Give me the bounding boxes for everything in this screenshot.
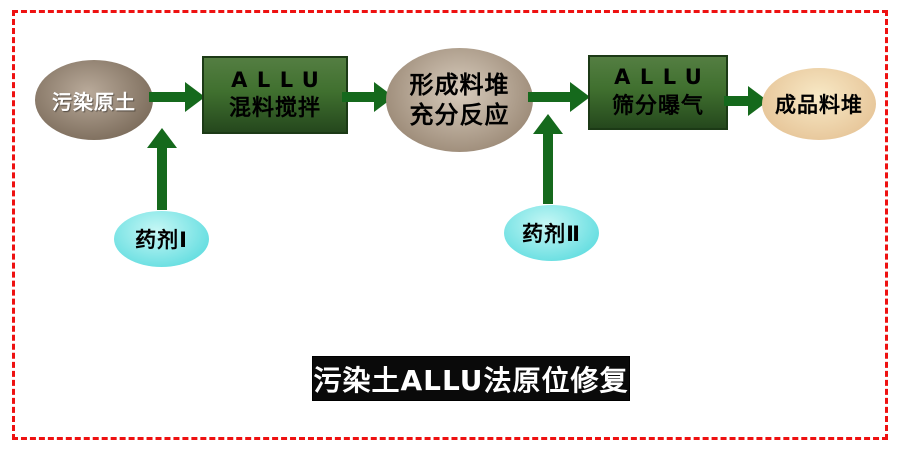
arrow-shaft <box>342 92 374 102</box>
arrow-pile-to-screen <box>528 80 590 114</box>
arrow-reagent2-up <box>532 114 564 204</box>
node-allu-mixing-line1: ALLU <box>231 67 329 92</box>
diagram-title: 污染土ALLU法原位修复 <box>312 356 630 401</box>
red-dashed-border <box>12 10 888 440</box>
node-allu-mixing-line2: 混料搅拌 <box>228 96 321 122</box>
node-allu-screening-line2: 筛分曝气 <box>611 93 704 119</box>
node-reagent-1-label: 药剂Ⅰ <box>135 228 188 252</box>
diagram-title-text: 污染土ALLU法原位修复 <box>313 363 629 397</box>
arrow-shaft <box>528 92 570 102</box>
node-pile-reaction-line2: 充分反应 <box>409 101 510 129</box>
node-finished-pile-label: 成品料堆 <box>775 93 863 117</box>
arrow-head-icon <box>570 82 590 112</box>
node-reagent-2-label: 药剂Ⅱ <box>522 222 581 246</box>
arrow-reagent1-up <box>146 128 178 210</box>
arrow-head-icon <box>147 128 177 148</box>
arrow-head-icon <box>533 114 563 134</box>
node-allu-mixing: ALLU 混料搅拌 <box>202 56 348 134</box>
node-pile-reaction-line1: 形成料堆 <box>409 71 510 99</box>
arrow-shaft <box>724 96 748 106</box>
node-reagent-1: 药剂Ⅰ <box>114 211 209 267</box>
node-allu-screening: ALLU 筛分曝气 <box>588 55 728 130</box>
node-contaminated-soil: 污染原土 <box>35 60 153 140</box>
arrow-head-icon <box>185 82 205 112</box>
node-allu-screening-line1: ALLU <box>614 65 712 90</box>
arrow-shaft <box>543 134 553 204</box>
node-reagent-2: 药剂Ⅱ <box>504 205 599 261</box>
arrow-source-to-mix <box>149 80 205 114</box>
arrow-shaft <box>149 92 185 102</box>
node-pile-reaction: 形成料堆 充分反应 <box>386 48 533 152</box>
node-contaminated-soil-label: 污染原土 <box>52 89 136 114</box>
node-finished-pile: 成品料堆 <box>762 68 876 140</box>
arrow-shaft <box>157 148 167 210</box>
